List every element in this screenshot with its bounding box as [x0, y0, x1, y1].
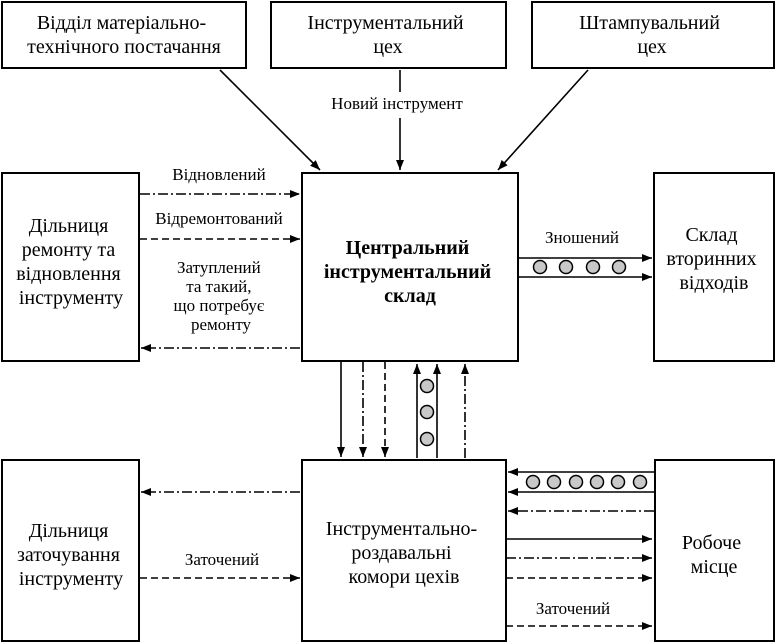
tool-shop-box: Інструментальний цех	[270, 1, 507, 69]
svg-text:Дільниця ремонту та: Дільниця ремонту та відновлення інструме…	[16, 215, 126, 309]
svg-text:Інструментальний цех: Інструментальний цех	[307, 12, 468, 58]
svg-text:Центральний інструментал: Центральний інструментальний склад	[324, 237, 496, 307]
svg-text:Дільниця заточування: Дільниця заточування інструменту	[17, 520, 125, 590]
arrow-supply-to-central	[219, 69, 321, 171]
restored-label: Відновлений	[172, 165, 265, 184]
tool-issue-rooms-box: Інструментально- роздавальні комори цехі…	[301, 459, 507, 642]
workplace-box: Робоче місце	[654, 459, 775, 642]
svg-text:Штампувальний цех: Штампувальний цех	[579, 12, 725, 58]
return-conveyor-rollers	[419, 378, 435, 447]
svg-text:Відділ матеріально- техн: Відділ матеріально- технічного постачанн…	[27, 12, 221, 58]
worn-conveyor-rollers	[532, 259, 627, 275]
svg-text:Інструментально- роздава: Інструментально- роздавальні комори цехі…	[326, 518, 482, 588]
worn-label: Зношений	[545, 228, 619, 247]
arrow-stamping-to-central	[497, 69, 589, 171]
svg-text:Склад вторинних ві: Склад вторинних відходів	[666, 224, 761, 294]
svg-text:Робоче місце: Робоче місце	[682, 532, 746, 578]
new-tool-label-bg	[312, 92, 488, 116]
dull-tool-label: Затуплений та такий, що потребує ремонту	[174, 258, 269, 334]
new-tool-label: Новий інструмент	[331, 94, 463, 113]
supply-department-box: Відділ матеріально- технічного постачанн…	[1, 1, 247, 69]
sharpened-left-label: Заточений	[185, 550, 259, 569]
repair-section-box: Дільниця ремонту та відновлення інструме…	[1, 172, 140, 362]
scrap-warehouse-box: Склад вторинних відходів	[653, 172, 775, 362]
workplace-conveyor-rollers	[525, 474, 648, 490]
sharpened-right-label: Заточений	[536, 599, 610, 618]
stamping-shop-box: Штампувальний цех	[531, 1, 775, 69]
sharpening-section-box: Дільниця заточування інструменту	[1, 459, 140, 642]
central-tool-warehouse-box: Центральний інструментальний склад	[301, 172, 519, 362]
repaired-label: Відремонтований	[155, 209, 282, 228]
